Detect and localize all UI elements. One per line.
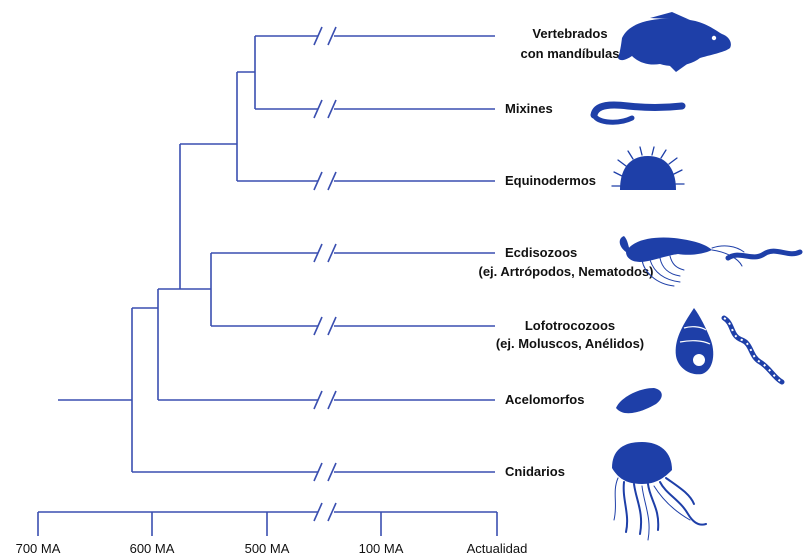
snail-shell-icon: [676, 308, 714, 374]
label-ecdisozoos-line1: Ecdisozoos: [505, 245, 577, 260]
jellyfish-icon: [612, 442, 706, 540]
break-mark: [314, 391, 336, 409]
tree-branches: [58, 36, 495, 472]
hagfish-icon: [594, 105, 682, 122]
break-mark: [314, 27, 336, 45]
tick-label-600: 600 MA: [130, 541, 175, 556]
break-mark: [314, 244, 336, 262]
label-equinodermos: Equinodermos: [505, 173, 596, 188]
label-acelomorfos: Acelomorfos: [505, 392, 584, 407]
tick-label-100: 100 MA: [359, 541, 404, 556]
break-mark: [314, 100, 336, 118]
label-mixines: Mixines: [505, 101, 553, 116]
label-lofotrocozoos-line2: (ej. Moluscos, Anélidos): [496, 336, 644, 351]
tick-label-700: 700 MA: [16, 541, 61, 556]
label-cnidarios: Cnidarios: [505, 464, 565, 479]
label-lofotrocozoos-line1: Lofotrocozoos: [525, 318, 615, 333]
branch-break-marks: [314, 27, 336, 481]
acoel-worm-icon: [616, 388, 662, 413]
label-vertebrados-line1: Vertebrados: [532, 26, 607, 41]
annelid-worm-icon: [724, 318, 782, 382]
break-mark: [314, 172, 336, 190]
break-mark: [314, 317, 336, 335]
tick-label-500: 500 MA: [245, 541, 290, 556]
break-mark: [314, 463, 336, 481]
sea-urchin-icon: [612, 147, 684, 190]
label-vertebrados-line2: con mandíbulas: [521, 46, 620, 61]
tick-label-actualidad: Actualidad: [467, 541, 528, 556]
nematode-icon: [728, 251, 800, 258]
axis-break-mark: [314, 503, 336, 521]
fish-icon: [618, 12, 731, 72]
label-ecdisozoos-line2: (ej. Artrópodos, Nematodos): [478, 264, 653, 279]
time-axis: 700 MA 600 MA 500 MA 100 MA Actualidad: [16, 503, 528, 556]
